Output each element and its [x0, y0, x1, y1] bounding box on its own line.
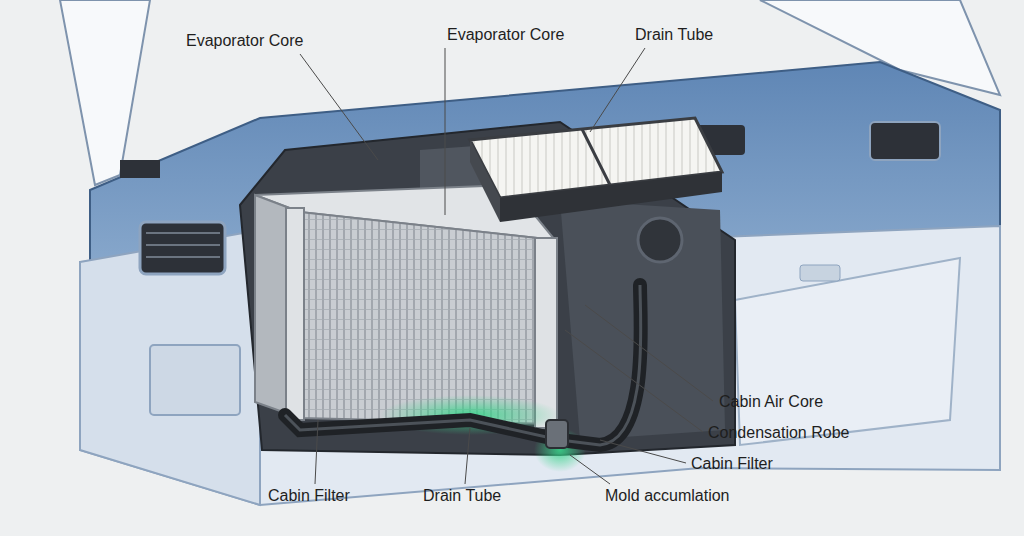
part-label: Evaporator Core: [445, 26, 566, 44]
part-label: Drain Tube: [421, 487, 503, 505]
leader-lines: [300, 48, 713, 484]
part-label: Cabin Filter: [266, 487, 352, 505]
part-label: Condensation Robe: [706, 424, 851, 442]
part-label: Cabin Filter: [689, 455, 775, 473]
part-label: Mold accumlation: [603, 487, 732, 505]
part-label: Cabin Air Core: [717, 393, 825, 411]
part-label: Evaporator Core: [184, 32, 305, 50]
part-label: Drain Tube: [633, 26, 715, 44]
